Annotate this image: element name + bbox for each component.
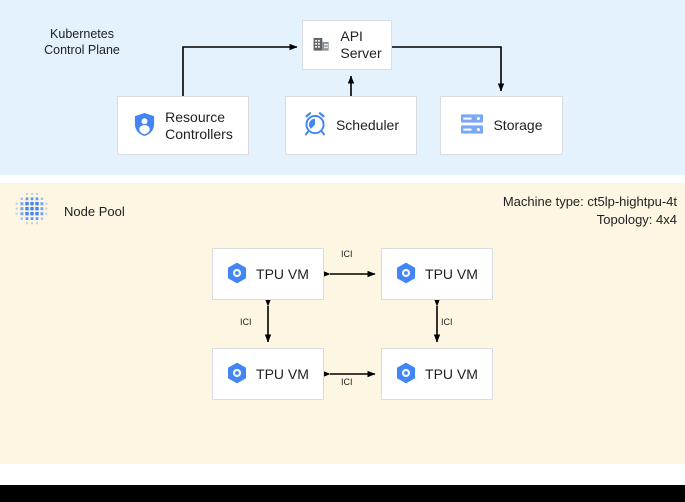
ici-label-bottom: ICI [341, 377, 353, 387]
node-api-server[interactable]: API Server [302, 20, 392, 70]
bottom-bar [0, 485, 685, 502]
control-plane-label: Kubernetes Control Plane [44, 27, 120, 57]
shield-person-icon [133, 112, 156, 140]
building-icon [312, 34, 331, 56]
node-api-server-label: API Server [340, 28, 382, 61]
node-tpu-vm-4[interactable]: TPU VM [381, 348, 493, 400]
node-tpu-vm-3[interactable]: TPU VM [212, 348, 324, 400]
node-resource-controllers[interactable]: Resource Controllers [117, 96, 249, 155]
node-storage-label: Storage [493, 117, 543, 133]
node-tpu-vm-1-label: TPU VM [256, 265, 309, 282]
node-pool-header: Node Pool [14, 192, 125, 231]
server-rack-icon [460, 113, 484, 138]
ici-label-right: ICI [441, 317, 453, 327]
node-storage[interactable]: Storage [440, 96, 563, 155]
node-pool-panel [0, 183, 685, 464]
node-tpu-vm-3-label: TPU VM [256, 365, 309, 382]
tpu-hexagon-icon [227, 362, 247, 387]
tpu-hexagon-icon [227, 262, 247, 287]
node-pool-label: Node Pool [64, 204, 125, 219]
node-scheduler-label: Scheduler [335, 117, 400, 133]
node-cluster-dots-icon [14, 192, 48, 231]
ici-label-left: ICI [240, 317, 252, 327]
machine-info: Machine type: ct5lp-hightpu-4t Topology:… [503, 193, 677, 229]
topology-text: Topology: 4x4 [596, 212, 677, 227]
node-tpu-vm-2[interactable]: TPU VM [381, 248, 493, 300]
node-tpu-vm-1[interactable]: TPU VM [212, 248, 324, 300]
ici-label-top: ICI [341, 249, 353, 259]
alarm-clock-icon [303, 112, 327, 139]
node-tpu-vm-4-label: TPU VM [425, 365, 478, 382]
node-tpu-vm-2-label: TPU VM [425, 265, 478, 282]
node-scheduler[interactable]: Scheduler [285, 96, 417, 155]
tpu-hexagon-icon [396, 362, 416, 387]
tpu-hexagon-icon [396, 262, 416, 287]
node-resource-controllers-label: Resource Controllers [165, 108, 233, 142]
machine-type-text: Machine type: ct5lp-hightpu-4t [502, 194, 677, 209]
